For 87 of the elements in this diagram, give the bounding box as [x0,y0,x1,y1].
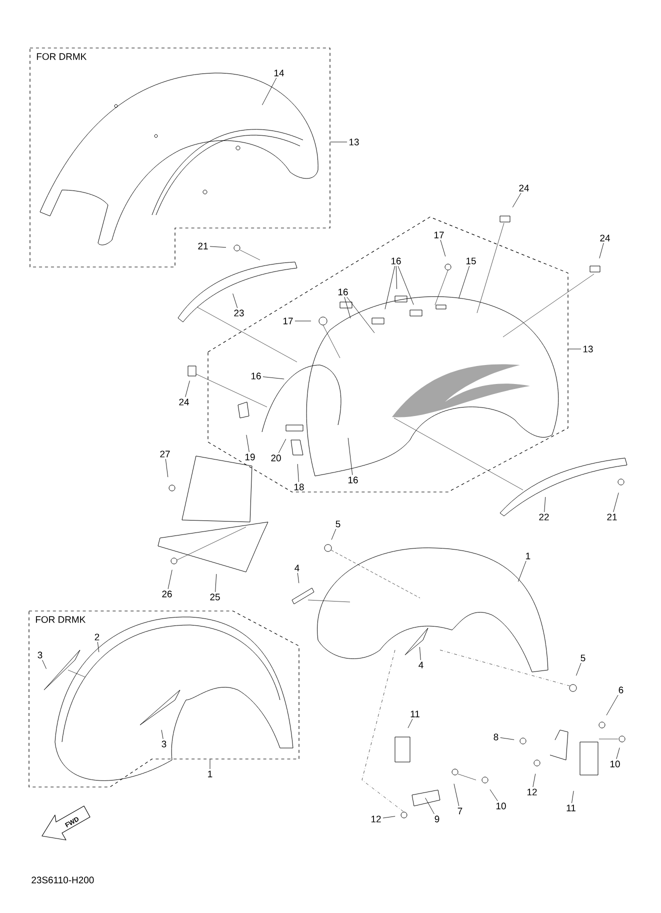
leader-line [384,266,396,310]
leader-line [532,774,536,788]
leader-line [500,737,514,740]
callout-number: 23 [234,310,244,316]
callout-number: 11 [410,710,420,718]
callout-number: 10 [496,802,506,810]
callout-number: 19 [245,454,255,460]
callout-number: 13 [349,138,359,146]
leader-line [616,747,620,760]
leader-line [278,438,286,454]
callout-number: 12 [527,788,537,796]
callout-number: 2 [94,634,100,640]
callout-number: 24 [179,398,189,406]
leader-line [246,434,250,452]
callout-number: 6 [618,686,624,694]
leader-line [297,464,299,482]
callout-number: 17 [283,318,293,324]
leader-line [425,798,434,814]
callout-number: 4 [294,564,300,572]
callout-number: 27 [160,450,170,458]
callout-number: 24 [600,234,610,242]
leader-line [419,646,421,660]
leader-line [382,816,396,818]
callout-number: 16 [391,258,401,264]
callout-number: 17 [434,232,444,238]
callout-number: 20 [271,454,281,462]
callout-number: 21 [198,242,208,250]
callout-number: 12 [371,816,381,822]
leader-line [344,296,351,319]
leader-line [185,380,190,398]
callout-number: 14 [274,70,284,76]
leader-line [97,642,100,652]
part-code: 23S6110-H200 [32,876,94,884]
leader-line [42,660,47,670]
leader-line [613,492,619,512]
leader-line [262,376,284,380]
leader-line [168,570,172,590]
callout-number: 5 [580,654,586,662]
leader-line [512,192,522,208]
callout-number: 5 [336,520,340,528]
callout-number: 24 [519,184,529,192]
leader-line [544,496,546,512]
leader-line [215,574,217,592]
leader-line [297,572,300,584]
callout-number: 3 [38,652,42,658]
leader-line [440,240,446,257]
callout-number: 26 [162,590,172,598]
leader-line [232,293,238,308]
callout-number: 16 [251,372,261,380]
dashed-group-outline [208,216,568,492]
callout-number: 13 [583,346,593,352]
leader-line [518,560,526,582]
leader-line [165,458,168,478]
callout-number: 15 [466,258,476,264]
leader-line [346,296,375,334]
callout-number: 10 [610,760,620,768]
callout-number: 22 [539,514,549,520]
leader-line [490,789,498,802]
callout-number: 3 [162,740,166,748]
callout-number: 1 [208,770,212,778]
leader-line [262,78,277,106]
leader-line [568,348,582,350]
callout-number: 7 [458,808,462,814]
leader-line [396,266,398,290]
leader-line [454,784,460,806]
callout-number: 8 [494,734,498,740]
leader-line [161,730,164,740]
leader-line [572,790,574,804]
callout-number: 16 [338,288,348,296]
callout-number: 11 [566,804,576,812]
leader-line [348,438,353,476]
leader-line [458,266,470,299]
callout-number: 18 [294,484,304,490]
callout-number: 9 [434,816,440,822]
callout-number: 21 [607,514,617,520]
leader-line [294,320,312,322]
leader-line [606,694,618,716]
leader-line [398,266,414,305]
callout-number: 1 [526,552,530,560]
leader-line [576,662,582,676]
leader-line [210,246,226,248]
callout-number: 16 [348,476,358,484]
leader-line [331,528,336,540]
leader-line [599,242,604,259]
callout-number: 4 [418,662,424,668]
leader-line [408,718,413,728]
callout-number: 25 [210,594,220,600]
